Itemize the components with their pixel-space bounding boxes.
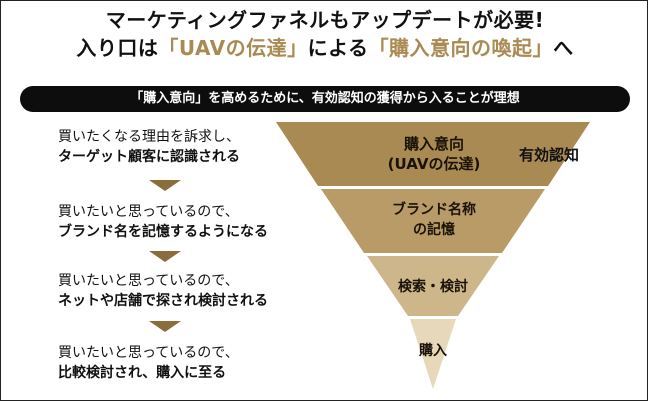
funnel-tier-2-label: ブランド名称 の記憶: [370, 200, 498, 240]
banner: 「購入意向」を高めるために、有効認知の獲得から入ることが理想: [20, 86, 630, 112]
step-2-line-2: ブランド名を記憶するようになる: [58, 224, 268, 240]
funnel-tier-3-line-1: 検索・検討: [398, 279, 468, 295]
step-1-line-1: 買いたくなる理由を訴求し、: [58, 129, 240, 145]
title-line-2: 入り口は「UAVの伝達」による「購入意向の喚起」へ: [0, 34, 650, 62]
title-highlight-uav: 「UAVの伝達」: [158, 36, 308, 60]
funnel-tier-4-label: 購入: [403, 341, 463, 361]
funnel-tier-1-line-2: (UAVの伝達): [387, 155, 481, 173]
down-arrow-icon: [149, 180, 181, 191]
title-highlight-intent: 「購入意向の喚起」: [368, 36, 554, 60]
title-line-2-suffix: へ: [553, 36, 574, 60]
step-1-line-2: ターゲット顧客に認識される: [58, 149, 240, 165]
down-arrow-icon: [149, 251, 181, 262]
step-4: 買いたいと思っているので、 比較検討され、購入に至る: [58, 343, 318, 383]
down-arrow-icon: [149, 321, 181, 332]
funnel-tier-1-line-1: 購入意向: [403, 135, 464, 153]
funnel-tier-3-label: 検索・検討: [383, 277, 483, 297]
funnel-tier-4: [410, 319, 456, 389]
funnel-tier-3: [367, 256, 499, 316]
funnel-tier-1-label: 購入意向 (UAVの伝達): [360, 134, 508, 174]
step-3: 買いたいと思っているので、 ネットや店舗で探され検討される: [58, 271, 318, 311]
funnel-tier-2-line-1: ブランド名称: [392, 202, 476, 218]
step-1: 買いたくなる理由を訴求し、 ターゲット顧客に認識される: [58, 127, 318, 167]
diagram-title: マーケティングファネルもアップデートが必要! 入り口は「UAVの伝達」による「購…: [0, 6, 650, 62]
step-2-line-1: 買いたいと思っているので、: [58, 204, 239, 220]
step-3-line-2: ネットや店舗で探され検討される: [58, 293, 268, 309]
step-2: 買いたいと思っているので、 ブランド名を記憶するようになる: [58, 202, 318, 242]
step-4-line-2: 比較検討され、購入に至る: [58, 365, 227, 381]
side-label-effective-awareness: 有効認知: [519, 146, 580, 164]
title-line-2-mid: による: [307, 36, 369, 60]
title-line-1: マーケティングファネルもアップデートが必要!: [105, 8, 545, 32]
funnel-tier-2-line-2: の記憶: [413, 222, 455, 238]
step-4-line-1: 買いたいと思っているので、: [58, 345, 239, 361]
funnel-tier-2: [321, 189, 545, 253]
step-3-line-1: 買いたいと思っているので、: [58, 273, 239, 289]
funnel-tier-4-line-1: 購入: [419, 343, 447, 359]
title-line-2-prefix: 入り口は: [76, 36, 159, 60]
funnel-tier-1: [276, 122, 590, 186]
